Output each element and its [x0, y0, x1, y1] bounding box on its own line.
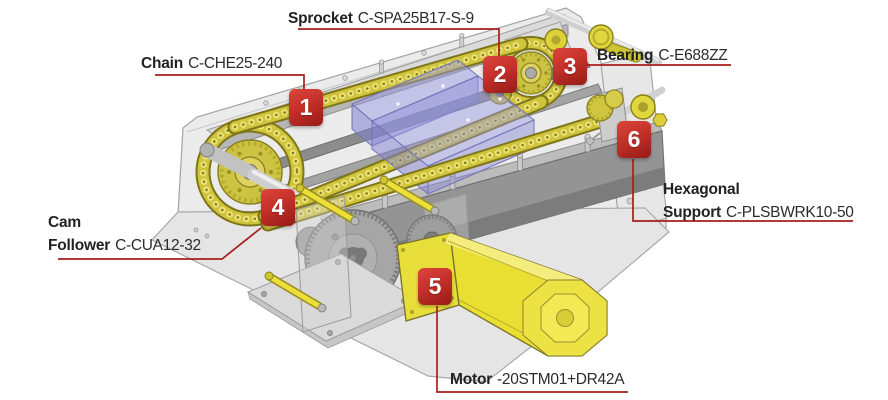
label-cam-follower-code: C-CUA12-32 [115, 237, 201, 254]
label-motor-name: Motor [450, 371, 493, 388]
label-sprocket-code: C-SPA25B17-S-9 [357, 10, 474, 27]
callout-line-6 [632, 159, 853, 222]
marker-chain: 1 [289, 89, 323, 126]
marker-hexagonal-support: 6 [617, 121, 651, 158]
marker-motor: 5 [418, 268, 452, 305]
label-bearing-code: C-E688ZZ [658, 47, 728, 64]
label-cam-follower-name-line1: Cam [48, 214, 81, 231]
label-cam-follower-name-line2: Follower [48, 237, 111, 254]
label-chain-code: C-CHE25-240 [188, 55, 283, 72]
callout-line-5 [436, 306, 628, 393]
right-bearing [586, 86, 668, 145]
label-motor: Motor-20STM01+DR42A [450, 368, 625, 391]
label-bearing-name: Bearing [597, 47, 654, 64]
support-rods [264, 175, 440, 313]
top-bearing [544, 8, 662, 66]
label-hexagonal-support-code: C-PLSBWRK10-50 [726, 204, 854, 221]
marker-sprocket: 2 [483, 56, 517, 93]
label-sprocket-name: Sprocket [288, 10, 353, 27]
callout-lines [58, 28, 853, 393]
callout-line-4 [58, 227, 262, 260]
label-motor-code: -20STM01+DR42A [497, 371, 625, 388]
callout-line-1 [155, 74, 305, 89]
marker-cam-follower: 4 [261, 189, 295, 226]
callout-line-2 [298, 28, 500, 56]
label-hexagonal-support-name-line2: Support [663, 204, 722, 221]
marker-bearing: 3 [553, 48, 587, 85]
cover-plates [351, 59, 535, 196]
label-chain-name: Chain [141, 55, 184, 72]
label-hexagonal-support-name-line1: Hexagonal [663, 181, 740, 198]
